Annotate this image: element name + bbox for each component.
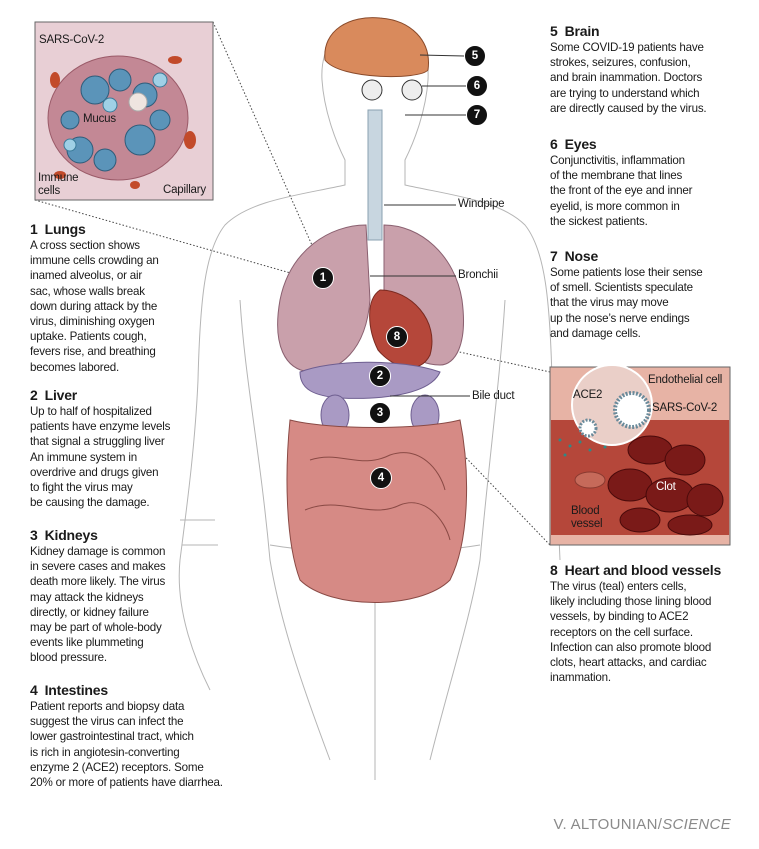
section-body: Kidney damage is common in severe cases … [30,545,166,665]
marker-liver: 2 [369,365,391,387]
vessel-inset-clot-label: Clot [656,481,676,493]
intestine-folds [304,452,451,541]
windpipe [367,109,383,241]
intestines [286,419,468,603]
lung-inset-immune-label: Immune cells [38,172,79,197]
brain [324,17,429,77]
lung-inset-capillary-label: Capillary [163,184,206,196]
credit-line: V. ALTOUNIAN/SCIENCE [553,816,731,833]
blood-vessel-inset [549,364,731,546]
section-body: Some patients lose their sense of smell.… [550,266,703,340]
eye-right [401,79,423,101]
marker-nose: 7 [466,104,488,126]
section-body: Up to half of hospitalized patients have… [30,405,171,510]
right-lung [277,224,371,373]
windpipe-label: Windpipe [458,198,505,210]
label-leaders [370,204,470,397]
bile-duct-label: Bile duct [472,390,515,402]
section-body: Patient reports and biopsy data suggest … [30,700,223,790]
marker-kidneys: 3 [369,402,391,424]
section-body: A cross section shows immune cells crowd… [30,239,159,374]
marker-brain: 5 [464,45,486,67]
leader-line [34,199,316,281]
marker-intestines: 4 [370,467,392,489]
vessel-inset-endothelial-label: Endothelial cell [648,374,723,386]
lung-inset-sars-label: SARS-CoV-2 [39,34,105,46]
bronchii-label: Bronchii [458,269,498,281]
vessel-inset-ace2-label: ACE2 [573,389,603,401]
eye-left [361,79,383,101]
section-body: Some COVID-19 patients have strokes, sei… [550,41,707,115]
lung-alveolus-inset [34,21,214,201]
vessel-inset-vessel-label: Blood vessel [571,505,603,530]
lung-inset-mucus-label: Mucus [83,113,116,125]
marker-heart: 8 [386,326,408,348]
vessel-inset-sars-label: SARS-CoV-2 [652,402,718,414]
section-body: The virus (teal) enters cells, likely in… [550,580,712,685]
marker-eyes: 6 [466,75,488,97]
marker-lungs: 1 [312,267,334,289]
section-body: Conjunctivitis, inflammation of the memb… [550,154,693,228]
marker-leaders [405,54,466,116]
leader-line [212,21,324,271]
